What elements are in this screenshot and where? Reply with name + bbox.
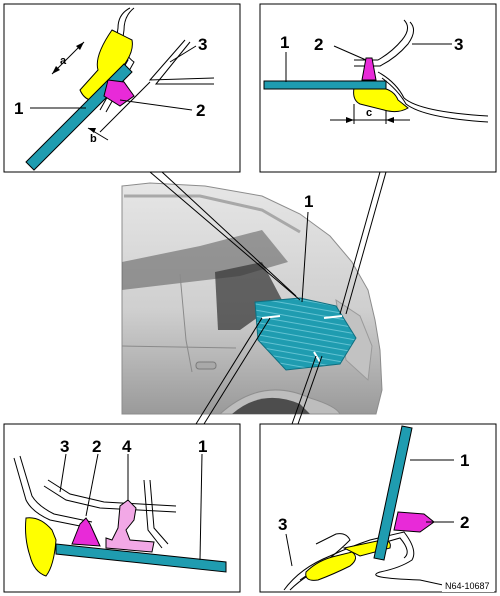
wheel <box>232 397 310 414</box>
label-clip: 2 <box>92 437 101 456</box>
retaining-clip <box>71 517 101 547</box>
callout-line-3 <box>285 533 293 567</box>
dim-c-label: c <box>366 107 372 119</box>
window-glass <box>55 543 227 573</box>
dim-a-label: a <box>60 55 67 67</box>
car-illustration: 1 <box>121 171 387 425</box>
leader-bottom-left <box>195 317 263 425</box>
side-window <box>122 230 288 290</box>
body-flange-lower-2 <box>381 77 489 123</box>
label-glass: 1 <box>460 451 469 470</box>
callout-line-2 <box>333 45 367 61</box>
leader-top-right <box>339 171 381 315</box>
adhesive-bead <box>305 551 356 581</box>
leader-bottom-right-b <box>297 355 323 425</box>
trim-line-1 <box>43 485 177 513</box>
dim-b-arrow <box>88 128 96 133</box>
glass-marker-bottom <box>313 351 321 363</box>
leader-bottom-left-b <box>203 317 271 425</box>
door-handle <box>195 361 217 370</box>
label-glass: 1 <box>198 437 207 456</box>
rear-side-window-glass <box>254 297 357 371</box>
leader-top-right-b <box>345 171 387 315</box>
body-flange <box>354 19 408 61</box>
label-body-flange: 3 <box>198 35 207 54</box>
trim-flange-2 <box>154 41 214 85</box>
leader-bottom-right <box>291 355 317 425</box>
label-clip: 2 <box>196 101 205 120</box>
retaining-clip <box>361 57 377 81</box>
trim-line-3 <box>143 479 163 549</box>
center-label-glass: 1 <box>304 192 313 211</box>
label-body-flange: 3 <box>60 437 69 456</box>
trim-flange-3 <box>99 81 151 133</box>
leader-top-left-b <box>161 171 297 297</box>
detail-panel-bottom-left: 3 2 4 1 <box>3 423 241 593</box>
label-holder: 4 <box>122 437 132 456</box>
window-glass <box>373 425 413 561</box>
label-body-flange: 3 <box>454 35 463 54</box>
label-clip: 2 <box>460 513 469 532</box>
callout-line-3 <box>169 45 197 63</box>
figure-code: N64-10687 <box>445 581 490 591</box>
detail-panel-top-left: a b 1 2 3 <box>3 3 241 173</box>
label-glass: 1 <box>280 33 289 52</box>
body-flange-2 <box>19 455 93 523</box>
callout-line-2 <box>85 453 99 517</box>
figure-code-box <box>442 580 494 592</box>
glass-marker-right <box>323 315 343 319</box>
trim-line-4 <box>149 479 169 545</box>
callout-line-3 <box>59 453 67 493</box>
adhesive-bead <box>25 517 57 577</box>
panel-frame <box>259 423 497 593</box>
body-flange <box>283 531 467 591</box>
glass-holder <box>105 499 155 553</box>
callout-line-1 <box>199 453 203 561</box>
label-glass: 1 <box>14 99 23 118</box>
adhesive-bead <box>353 87 409 113</box>
window-glass <box>263 80 387 90</box>
body-flange-2 <box>354 21 414 67</box>
trim-line-2 <box>47 479 177 507</box>
door-seam <box>121 273 237 373</box>
callout-line-2 <box>119 99 193 111</box>
leader-center-1 <box>301 211 309 303</box>
roof-rail <box>124 194 301 234</box>
leader-top-left <box>149 171 301 301</box>
detail-panel-bottom-right: 1 2 3 N64-10687 <box>259 423 497 593</box>
detail-panel-top-right: c 1 2 3 <box>259 3 497 173</box>
label-body-flange: 3 <box>278 515 287 534</box>
label-clip: 2 <box>314 35 323 54</box>
trim-flange <box>148 39 215 81</box>
body-flange <box>13 457 91 529</box>
rear-door-window <box>215 262 282 330</box>
glass-marker-left <box>261 315 281 319</box>
dim-a-arrow <box>52 42 84 74</box>
retaining-clip <box>393 511 435 533</box>
dim-b-label: b <box>90 133 97 145</box>
body-flange-lower <box>377 71 489 117</box>
body-flange-outer <box>105 7 135 113</box>
